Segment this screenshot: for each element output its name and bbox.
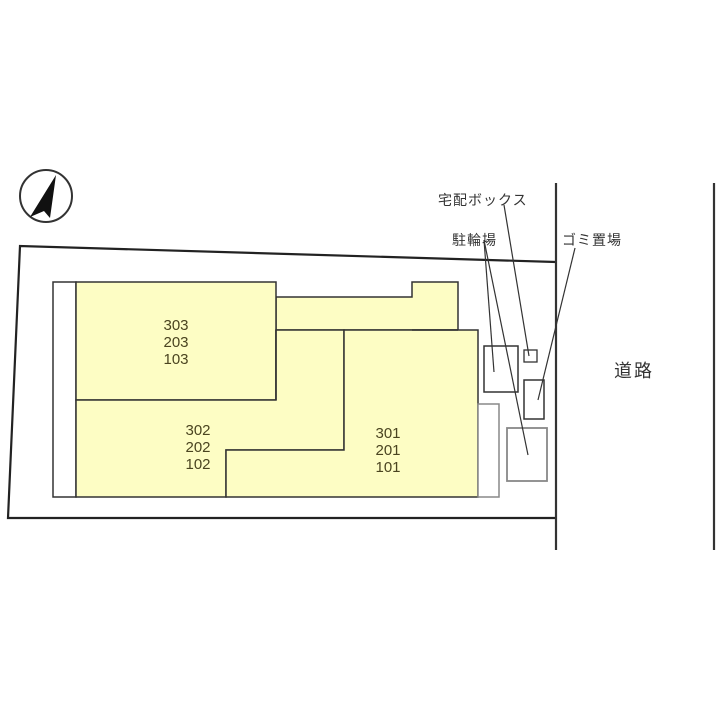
delivery-box <box>523 349 538 363</box>
unit-202: 202 <box>185 439 211 456</box>
bicycle-parking-1 <box>483 345 519 393</box>
garbage-area <box>523 379 545 420</box>
unit-stack-301: 301 201 101 <box>368 425 408 476</box>
site-boundary <box>6 244 557 520</box>
unit-101: 101 <box>375 459 401 476</box>
garbage-area-label: ゴミ置場 <box>562 233 622 249</box>
unit-301: 301 <box>375 425 401 442</box>
unit-stack-303: 303 203 103 <box>156 317 196 368</box>
unit-201: 201 <box>375 442 401 459</box>
building <box>75 281 479 498</box>
unit-203: 203 <box>163 334 189 351</box>
unit-302: 302 <box>185 422 211 439</box>
north-arrow-icon <box>19 169 73 223</box>
unit-102: 102 <box>185 456 211 473</box>
unit-103: 103 <box>163 351 189 368</box>
unit-303: 303 <box>163 317 189 334</box>
road-label: 道路 <box>614 361 654 382</box>
unit-stack-302: 302 202 102 <box>178 422 218 473</box>
delivery-box-label: 宅配ボックス <box>438 193 528 209</box>
corridor-west <box>52 281 77 498</box>
bicycle-parking-label: 駐輪場 <box>452 233 497 249</box>
annex-east <box>477 403 500 498</box>
bicycle-parking-2 <box>506 427 548 482</box>
